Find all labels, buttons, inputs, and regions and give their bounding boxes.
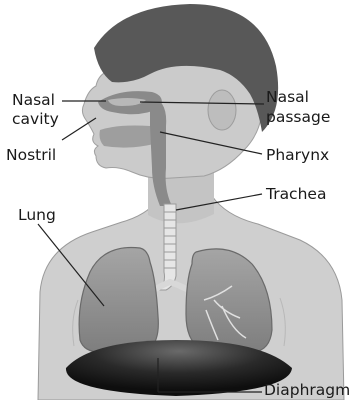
- label-diaphragm: Diaphragm: [264, 381, 350, 399]
- label-trachea: Trachea: [266, 185, 326, 203]
- label-lung: Lung: [18, 206, 56, 224]
- ear: [208, 90, 236, 130]
- label-nostril: Nostril: [6, 146, 56, 164]
- label-nasal-cavity-line1: Nasal: [12, 91, 55, 109]
- label-nasal-cavity-line2: cavity: [12, 110, 59, 128]
- oral-cavity: [100, 126, 157, 148]
- label-nasal-passage-line1: Nasal: [266, 88, 309, 106]
- label-pharynx: Pharynx: [266, 146, 329, 164]
- label-nasal-passage-line2: passage: [266, 108, 330, 126]
